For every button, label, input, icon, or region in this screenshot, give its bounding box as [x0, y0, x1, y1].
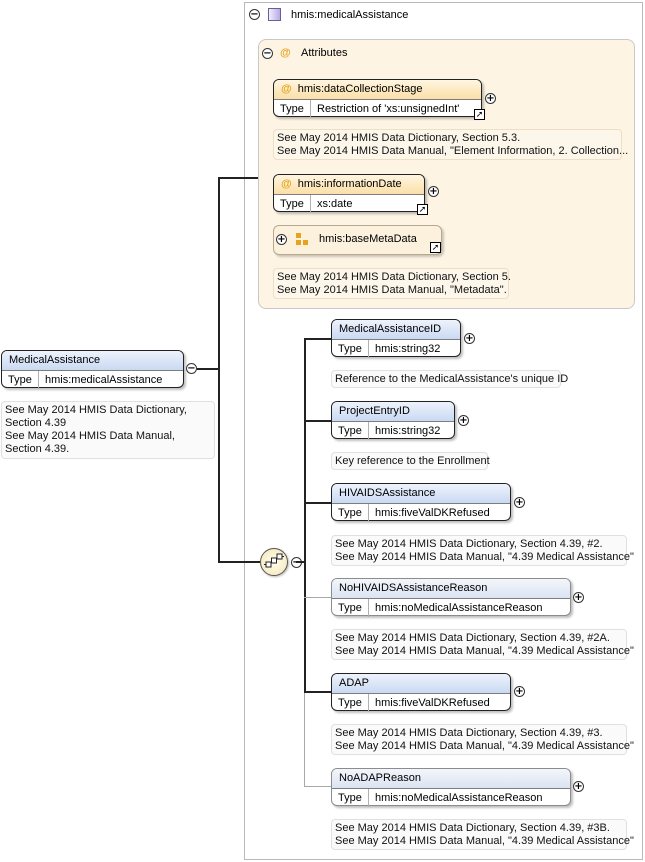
branch-line-optional	[304, 786, 331, 787]
branch-line	[304, 338, 331, 340]
type-value: xs:date	[317, 198, 353, 210]
type-value: hmis:fiveValDKRefused	[375, 697, 490, 709]
expand-icon[interactable]: +	[514, 686, 525, 697]
element-documentation: See May 2014 HMIS Data Dictionary, Secti…	[331, 819, 634, 850]
element-documentation: Key reference to the Enrollment	[331, 452, 490, 470]
root-collapse-icon[interactable]: −	[186, 363, 197, 374]
element-name: NoADAPReason	[332, 769, 570, 789]
element-name: ProjectEntryID	[332, 402, 454, 422]
connector-line	[296, 561, 306, 563]
element-name: MedicalAssistance	[2, 351, 183, 371]
attribute-at-icon: @	[281, 178, 292, 190]
element-name: MedicalAssistanceID	[332, 320, 460, 340]
attribute-group-documentation: See May 2014 HMIS Data Dictionary, Secti…	[273, 268, 511, 299]
type-label: Type	[332, 789, 369, 807]
element-project-entry-id[interactable]: ProjectEntryID Type hmis:string32	[331, 401, 455, 440]
element-name: NoHIVAIDSAssistanceReason	[332, 579, 570, 599]
type-value: hmis:medicalAssistance	[45, 374, 163, 386]
element-no-adap-reason[interactable]: NoADAPReason Type hmis:noMedicalAssistanc…	[331, 768, 571, 807]
type-value: Restriction of 'xs:unsignedInt'	[317, 103, 460, 115]
attribute-documentation: See May 2014 HMIS Data Dictionary, Secti…	[273, 129, 628, 160]
element-name: ADAP	[332, 674, 510, 694]
complex-type-label: hmis:medicalAssistance	[291, 9, 409, 21]
element-no-hivaids-assistance-reason[interactable]: NoHIVAIDSAssistanceReason Type hmis:noMed…	[331, 578, 571, 617]
expand-icon[interactable]: +	[485, 93, 496, 104]
branch-line	[304, 502, 331, 504]
type-label: Type	[2, 371, 39, 389]
type-value: hmis:fiveValDKRefused	[375, 507, 490, 519]
type-label: Type	[332, 694, 369, 712]
element-documentation: Reference to the MedicalAssistance's uni…	[331, 370, 568, 388]
connector-line	[218, 561, 260, 563]
root-documentation: See May 2014 HMIS Data Dictionary, Secti…	[1, 401, 215, 459]
element-documentation: See May 2014 HMIS Data Dictionary, Secti…	[331, 535, 634, 566]
type-label: Type	[332, 504, 369, 522]
expand-icon[interactable]: +	[276, 234, 287, 245]
element-hivaids-assistance[interactable]: HIVAIDSAssistance Type hmis:fiveValDKRefu…	[331, 483, 511, 522]
branch-line	[304, 420, 331, 422]
expand-icon[interactable]: +	[458, 415, 469, 426]
type-label: Type	[332, 422, 369, 440]
type-label: Type	[274, 195, 311, 213]
attribute-group-icon	[296, 233, 309, 246]
attribute-group-base-meta-data[interactable]	[273, 225, 442, 255]
complex-type-collapse-icon[interactable]: −	[249, 9, 260, 20]
element-documentation: See May 2014 HMIS Data Dictionary, Secti…	[331, 724, 634, 755]
element-medical-assistance-id[interactable]: MedicalAssistanceID Type hmis:string32	[331, 319, 461, 358]
element-name: HIVAIDSAssistance	[332, 484, 510, 504]
expand-icon[interactable]: +	[514, 497, 525, 508]
sequence-trunk-line-optional	[304, 692, 305, 787]
expand-icon[interactable]: +	[464, 333, 475, 344]
complex-type-icon	[268, 8, 281, 21]
attribute-group-name: hmis:baseMetaData	[319, 233, 417, 245]
type-value: hmis:noMedicalAssistanceReason	[375, 602, 543, 614]
expand-icon[interactable]: +	[573, 592, 584, 603]
connector-line	[218, 177, 258, 179]
sequence-trunk-line	[304, 338, 306, 692]
type-label: Type	[332, 599, 369, 617]
type-label: Type	[332, 340, 369, 358]
sequence-compositor-icon[interactable]	[260, 548, 288, 576]
root-element-medical-assistance[interactable]: MedicalAssistance Type hmis:medicalAssist…	[1, 350, 184, 389]
attribute-at-icon: @	[281, 83, 292, 95]
expand-icon[interactable]: +	[573, 781, 584, 792]
connector-line	[197, 368, 219, 370]
reference-arrow-icon[interactable]: ➚	[430, 242, 441, 253]
attribute-data-collection-stage[interactable]: @ hmis:dataCollectionStage Type Restrictio…	[273, 79, 482, 118]
attribute-name: hmis:informationDate	[297, 178, 402, 190]
attribute-name: hmis:dataCollectionStage	[297, 83, 423, 95]
expand-icon[interactable]: +	[428, 186, 439, 197]
connector-line	[218, 177, 220, 563]
type-value: hmis:string32	[375, 343, 441, 355]
attribute-information-date[interactable]: @ hmis:informationDate Type xs:date	[273, 174, 425, 213]
attributes-collapse-icon[interactable]: −	[262, 48, 273, 59]
type-value: hmis:string32	[375, 425, 441, 437]
branch-line	[304, 691, 331, 693]
reference-arrow-icon[interactable]: ➚	[474, 109, 485, 120]
element-adap[interactable]: ADAP Type hmis:fiveValDKRefused	[331, 673, 511, 712]
type-value: hmis:noMedicalAssistanceReason	[375, 792, 543, 804]
reference-arrow-icon[interactable]: ➚	[417, 204, 428, 215]
attributes-at-icon: @	[280, 47, 291, 59]
type-label: Type	[274, 100, 311, 118]
branch-line-optional	[304, 597, 331, 598]
attributes-title: Attributes	[301, 47, 348, 59]
element-documentation: See May 2014 HMIS Data Dictionary, Secti…	[331, 629, 634, 660]
